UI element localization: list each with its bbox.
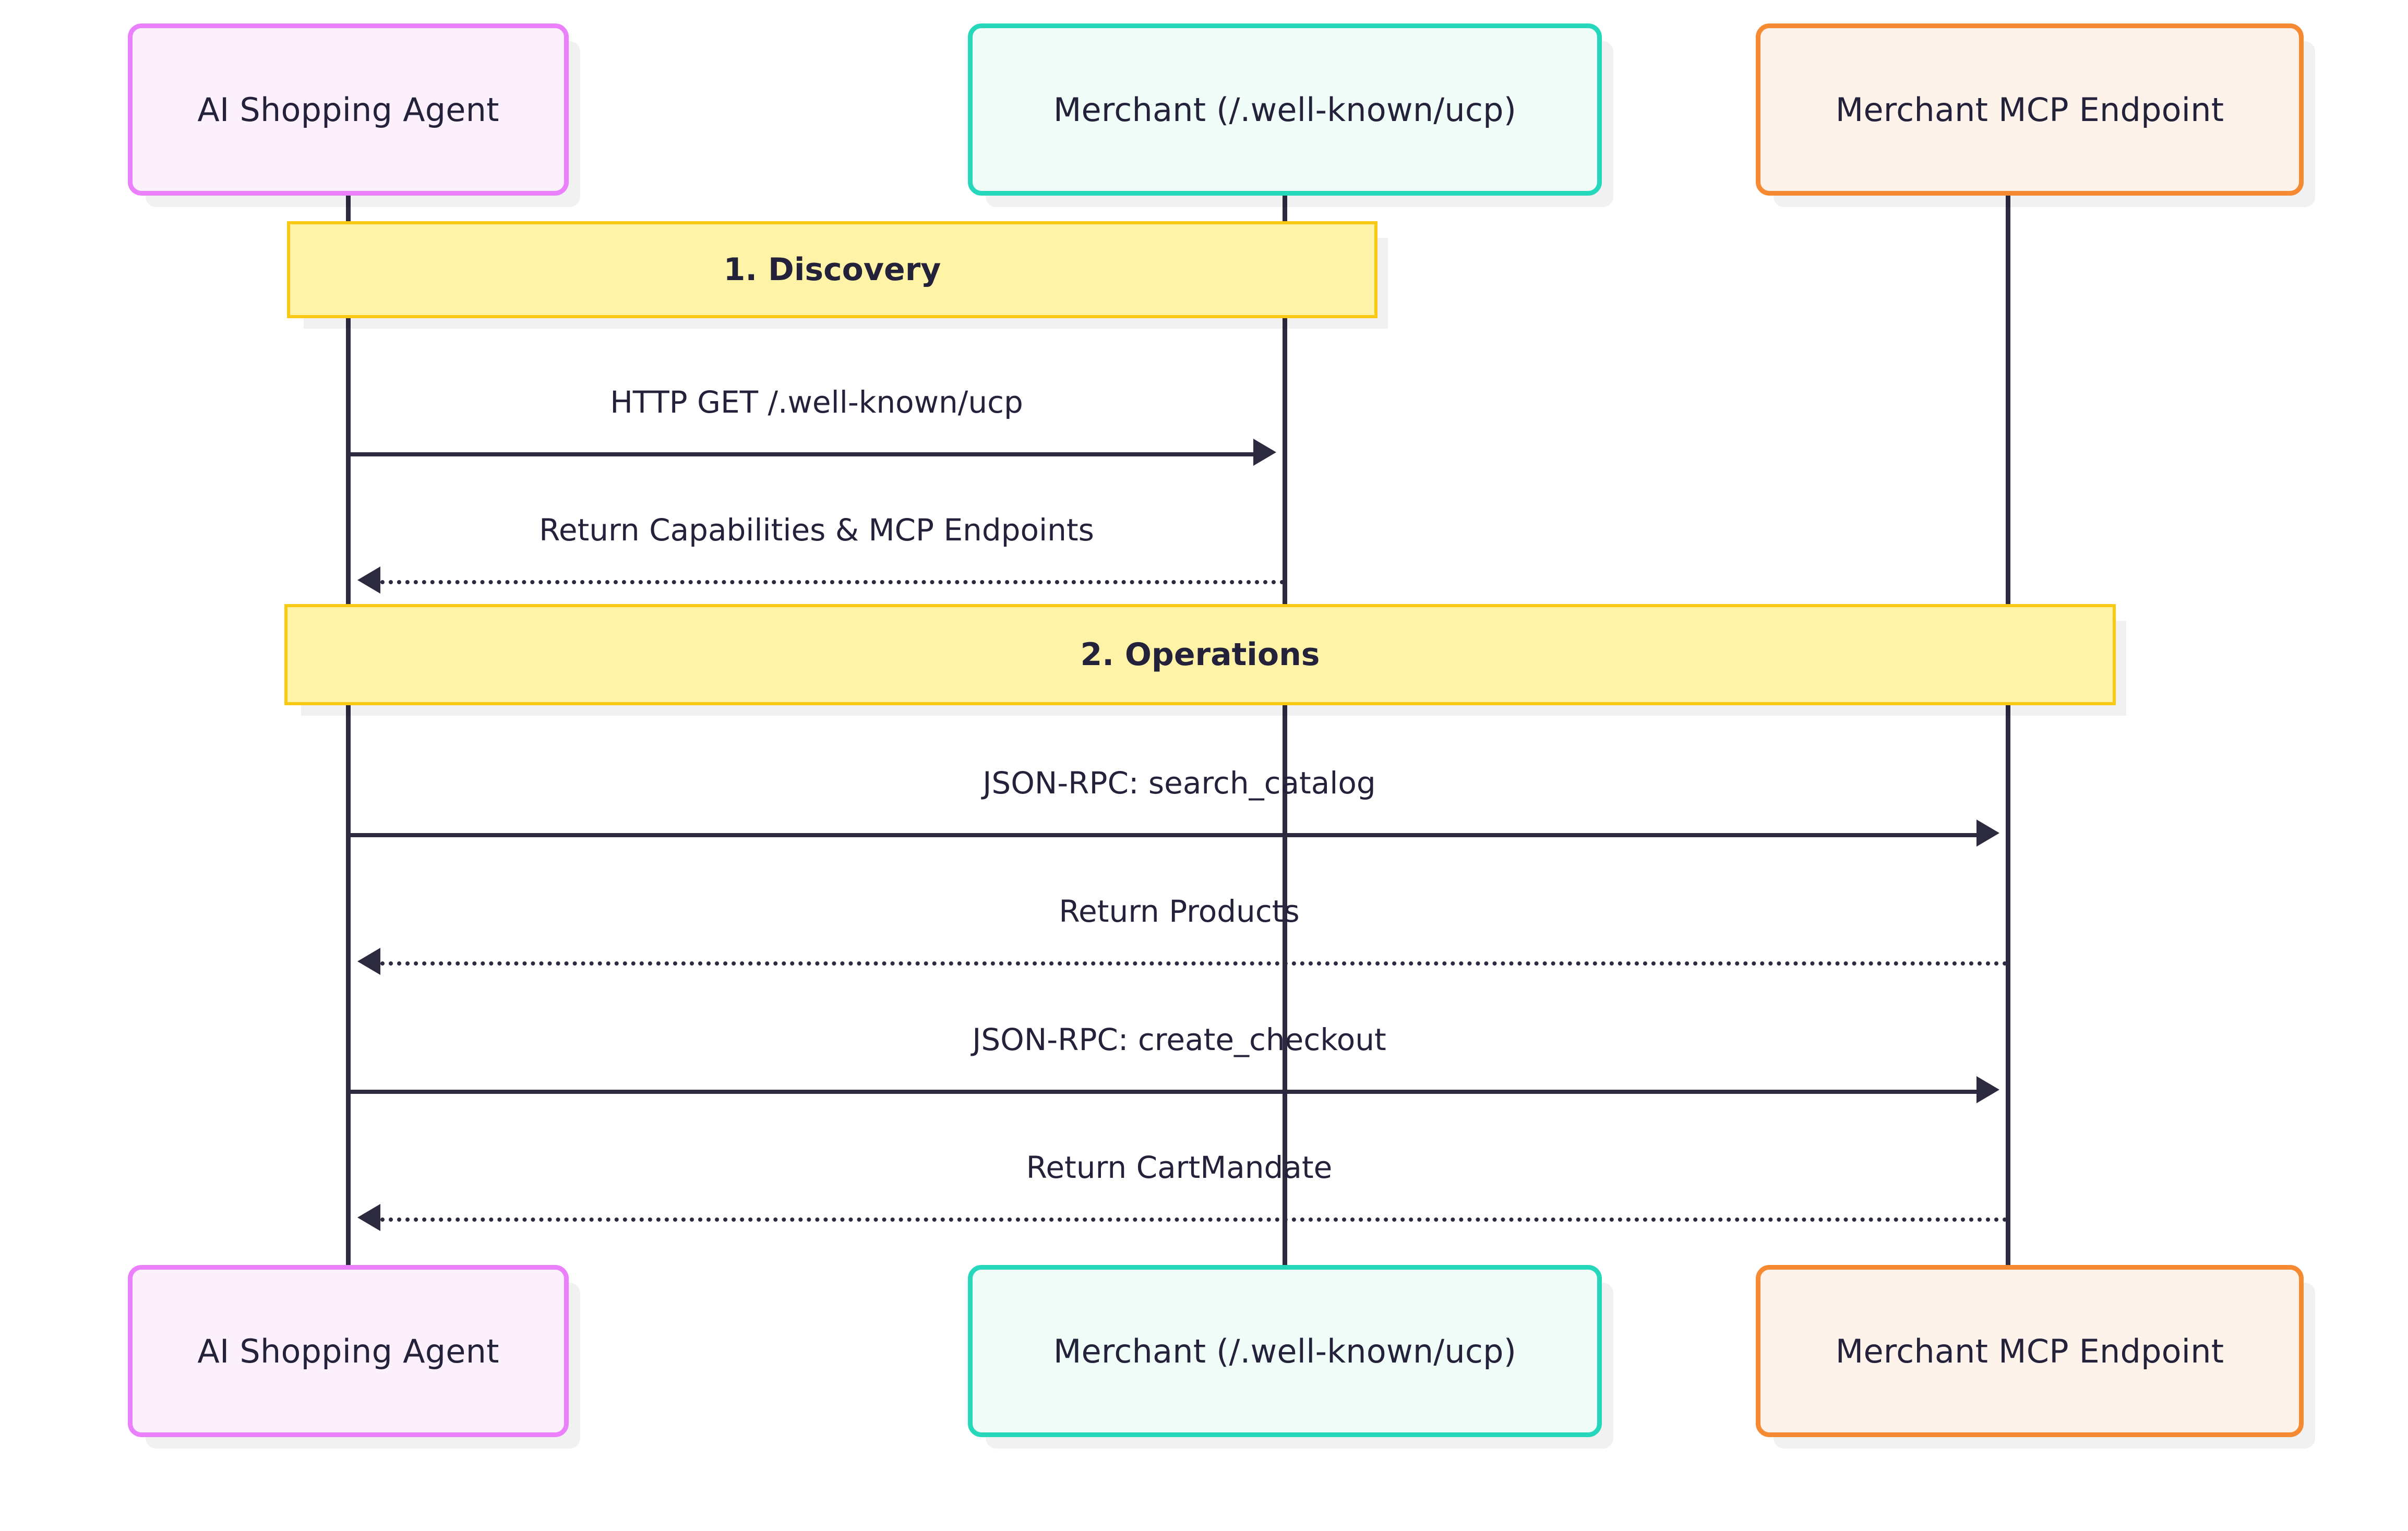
actor-bottom-agent[interactable]: AI Shopping Agent — [128, 1265, 569, 1437]
section-label-discovery: 1. Discovery — [723, 251, 941, 288]
actor-label-merchant: Merchant (/.well-known/ucp) — [1053, 90, 1517, 129]
actor-label-agent-bottom: AI Shopping Agent — [197, 1332, 499, 1370]
actor-label-mcp-bottom: Merchant MCP Endpoint — [1835, 1332, 2224, 1370]
actor-top-agent[interactable]: AI Shopping Agent — [128, 23, 569, 196]
message-label-create-checkout: JSON-RPC: create_checkout — [972, 1022, 1386, 1057]
actor-label-agent: AI Shopping Agent — [197, 90, 499, 129]
message-label-return-capabilities: Return Capabilities & MCP Endpoints — [539, 512, 1094, 548]
actor-top-merchant[interactable]: Merchant (/.well-known/ucp) — [968, 23, 1602, 196]
section-bar-discovery: 1. Discovery — [287, 221, 1377, 318]
section-bar-operations: 2. Operations — [284, 604, 2116, 705]
lifeline-agent — [346, 196, 351, 1268]
message-label-search-catalog: JSON-RPC: search_catalog — [983, 765, 1376, 801]
actor-label-mcp: Merchant MCP Endpoint — [1835, 90, 2224, 129]
message-label-http-get: HTTP GET /.well-known/ucp — [610, 384, 1023, 420]
actor-bottom-mcp[interactable]: Merchant MCP Endpoint — [1756, 1265, 2304, 1437]
message-label-return-cartmandate: Return CartMandate — [1026, 1150, 1333, 1185]
actor-label-merchant-bottom: Merchant (/.well-known/ucp) — [1053, 1332, 1517, 1370]
actor-bottom-merchant[interactable]: Merchant (/.well-known/ucp) — [968, 1265, 1602, 1437]
section-label-operations: 2. Operations — [1080, 636, 1320, 673]
message-label-return-products: Return Products — [1059, 894, 1300, 929]
actor-top-mcp[interactable]: Merchant MCP Endpoint — [1756, 23, 2304, 196]
lifeline-mcp — [2006, 196, 2010, 1268]
lifeline-merchant — [1283, 196, 1287, 1268]
